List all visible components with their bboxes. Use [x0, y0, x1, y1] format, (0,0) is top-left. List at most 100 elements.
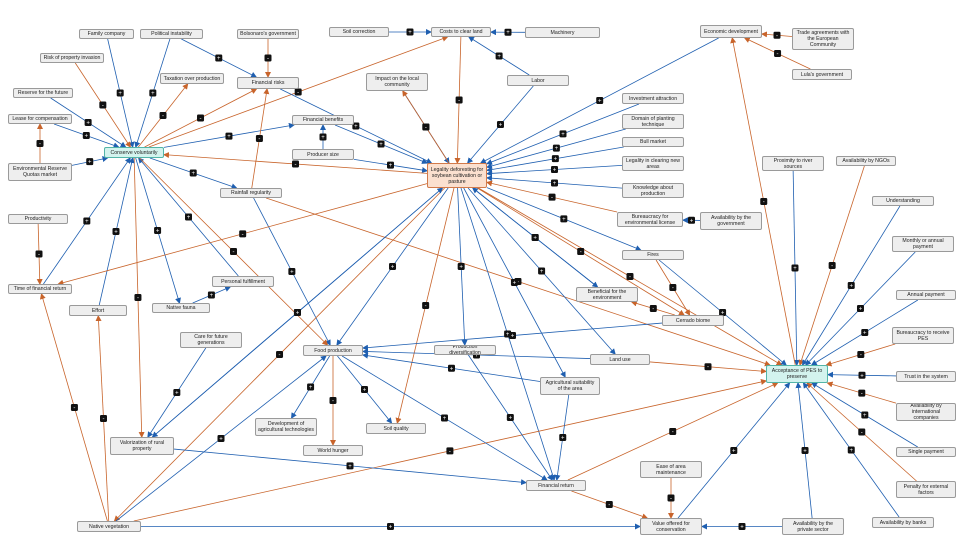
sign-negative-label: - [73, 406, 75, 412]
node-time-of-financial-return[interactable]: Time of financial return [8, 284, 72, 294]
sign-marker [704, 363, 712, 371]
sign-marker [551, 166, 558, 174]
sign-marker [185, 213, 192, 221]
sign-negative-label: - [38, 252, 40, 258]
sign-marker [509, 332, 516, 340]
node-care-for-future-generations[interactable]: Care for future generations [180, 332, 242, 348]
sign-marker [847, 446, 855, 454]
node-risk-of-property-invasion[interactable]: Risk of property invasion [40, 53, 104, 63]
node-ease-of-area-maintenance[interactable]: Ease of area maintenance [640, 461, 702, 478]
node-availability-by-the-government[interactable]: Availability by the government [700, 212, 762, 230]
node-availability-by-banks[interactable]: Availability by banks [872, 517, 934, 528]
node-monthly-or-annual-payment[interactable]: Monthly or annual payment [892, 236, 954, 252]
node-bolsonaro-government[interactable]: Bolsonaro's government [237, 29, 299, 39]
node-conserve-voluntarily[interactable]: Conserve voluntarily [104, 147, 164, 158]
sign-marker [847, 282, 855, 289]
node-legality-in-clearing-new-areas[interactable]: Legality in clearing new areas [622, 156, 684, 171]
node-personal-fulfillment[interactable]: Personal fulfillment [212, 276, 274, 287]
node-economic-development[interactable]: Economic development [700, 25, 762, 38]
node-development-of-agricultural-technologies[interactable]: Development of agricultural technologies [255, 418, 317, 436]
node-availability-by-private-sector[interactable]: Availability by the private sector [782, 518, 844, 535]
node-political-instability[interactable]: Political instability [140, 29, 203, 39]
node-machinery[interactable]: Machinery [525, 27, 600, 38]
node-family-company[interactable]: Family company [79, 29, 134, 39]
sign-marker [856, 305, 864, 312]
node-land-use[interactable]: Land use [590, 354, 650, 365]
node-valorization-of-rural-property[interactable]: Valorization of rural property [110, 437, 174, 455]
node-labor[interactable]: Labor [507, 75, 569, 86]
node-cerrado-biome[interactable]: Cerrado biome [662, 315, 724, 326]
sign-positive-label: + [863, 331, 867, 337]
node-availability-by-international-companies[interactable]: Availability by international companies [896, 403, 956, 421]
node-trust-in-the-system[interactable]: Trust in the system [896, 371, 956, 382]
node-reserve-for-the-future[interactable]: Reserve for the future [13, 88, 73, 98]
node-financial-return[interactable]: Financial return [526, 480, 586, 491]
sign-positive-label: + [849, 284, 853, 290]
node-penalty-for-external-factors[interactable]: Penalty for external factors [896, 481, 956, 498]
sign-marker [605, 501, 613, 508]
sign-marker [861, 329, 869, 336]
node-producer-size[interactable]: Producer size [292, 149, 354, 160]
sign-positive-label: + [85, 134, 89, 140]
node-costs-to-clear-land[interactable]: Costs to clear land [431, 27, 491, 37]
node-production-diversification[interactable]: Production diversification [434, 345, 496, 355]
sign-positive-label: + [540, 269, 544, 275]
sign-marker [801, 447, 809, 454]
sign-marker [387, 523, 394, 530]
node-trade-agreements[interactable]: Trade agreements with the European Commu… [792, 28, 854, 50]
node-domain-of-planting-technique[interactable]: Domain of planting technique [622, 114, 684, 129]
node-single-payment[interactable]: Single payment [896, 447, 956, 457]
node-fires[interactable]: Fires [622, 250, 684, 260]
node-native-vegetation[interactable]: Native vegetation [77, 521, 141, 532]
node-environmental-reserve-quotas-market[interactable]: Environmental Reserve Quotas market [8, 163, 72, 181]
sign-negative-label: - [449, 449, 451, 455]
node-native-fauna[interactable]: Native fauna [152, 303, 210, 313]
node-legality-deforesting[interactable]: Legality deforesting for soybean cultiva… [427, 163, 487, 188]
node-lulas-government[interactable]: Lula's government [792, 69, 852, 80]
sign-positive-label: + [561, 132, 565, 138]
node-impact-on-local-community[interactable]: Impact on the local community [366, 73, 428, 91]
sign-marker [760, 198, 768, 205]
node-world-hunger[interactable]: World hunger [303, 445, 363, 456]
sign-marker [307, 383, 315, 391]
node-productivity[interactable]: Productivity [8, 214, 68, 224]
sign-marker [352, 122, 360, 130]
node-taxation-over-production[interactable]: Taxation over production [160, 73, 224, 84]
node-effort[interactable]: Effort [69, 305, 127, 316]
sign-negative-label: - [860, 353, 862, 359]
node-bureaucracy-for-environmental-license[interactable]: Bureaucracy for environmental license [617, 212, 683, 227]
sign-marker-group: +++--+++----++++++-+-+++--++---++-+++-+-… [35, 28, 869, 531]
node-lease-for-compensation[interactable]: Lease for compensation [8, 114, 72, 124]
node-proximity-to-river-sources[interactable]: Proximity to river sources [762, 156, 824, 171]
node-food-production[interactable]: Food production [303, 345, 363, 356]
node-bull-market[interactable]: Bull market [622, 137, 684, 147]
sign-positive-label: + [793, 266, 797, 272]
node-agricultural-suitability[interactable]: Agricultural suitability of the area [540, 377, 600, 395]
node-knowledge-about-production[interactable]: Knowledge about production [622, 183, 684, 198]
node-value-offered-for-conservation[interactable]: Value offered for conservation [640, 518, 702, 535]
sign-positive-label: + [175, 391, 179, 397]
sign-marker [116, 89, 124, 97]
sign-positive-label: + [506, 332, 510, 338]
node-soil-quality[interactable]: Soil quality [366, 423, 426, 434]
node-beneficial-for-the-environment[interactable]: Beneficial for the environment [576, 287, 638, 302]
node-rainfall-regularity[interactable]: Rainfall regularity [220, 188, 282, 198]
sign-positive-label: + [348, 464, 352, 470]
sign-marker [422, 123, 430, 131]
sign-negative-label: - [672, 286, 674, 292]
sign-negative-label: - [295, 162, 297, 168]
sign-negative-label: - [425, 304, 427, 310]
node-availability-by-ngos[interactable]: Availability by NGOs [836, 156, 896, 166]
sign-negative-label: - [332, 399, 334, 405]
sign-negative-label: - [279, 353, 281, 359]
node-soil-correction[interactable]: Soil correction [329, 27, 389, 37]
sign-marker [455, 96, 463, 104]
sign-marker [495, 52, 503, 60]
node-acceptance-of-pes[interactable]: Acceptance of PES to preserve [766, 365, 828, 383]
node-understanding[interactable]: Understanding [872, 196, 934, 206]
node-annual-payment[interactable]: Annual payment [896, 290, 956, 300]
node-financial-risks[interactable]: Financial risks [237, 77, 299, 89]
node-investment-attraction[interactable]: Investment attraction [622, 93, 684, 104]
node-financial-benefits[interactable]: Financial benefits [292, 115, 354, 125]
node-bureaucracy-to-receive-pes[interactable]: Bureaucracy to receive PES [892, 327, 954, 344]
